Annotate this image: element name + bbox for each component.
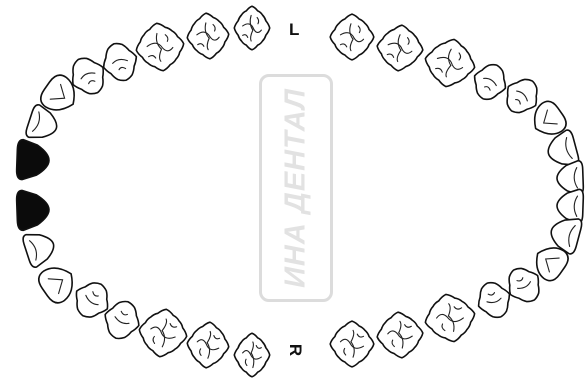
right-arch [330,14,583,367]
marked-tooth-outline [16,139,49,180]
tooth-outline [21,228,58,269]
left-arch-molar-15 [185,320,230,369]
left-arch-incisor-9 [16,189,49,230]
left-arch-molar-2 [185,11,230,60]
left-arch-incisor-10 [21,228,58,269]
left-arch-molar-14 [136,306,190,360]
left-arch-premolar-4 [98,38,143,85]
right-arch-molar-3 [421,35,479,91]
tooth-outline [556,189,583,224]
marked-tooth-outline [16,189,49,230]
label-upper-side: L [289,20,299,40]
tooth-outline [98,38,143,85]
watermark-text: ИНА ДЕНТАЛ [280,88,313,288]
left-arch-molar-16 [234,333,269,377]
watermark-frame: ИНА ДЕНТАЛ [259,74,333,302]
right-arch-molar-16 [330,321,374,367]
tooth-outline [35,259,82,307]
left-arch-molar-1 [234,6,269,50]
left-arch-canine-11 [35,259,82,307]
right-arch-molar-14 [421,290,479,346]
right-arch-molar-15 [375,310,425,360]
right-arch-incisor-9 [556,189,583,224]
right-arch-molar-1 [330,14,374,60]
left-arch-molar-3 [133,20,187,74]
label-lower-side: R [285,344,305,356]
right-arch-molar-2 [375,23,425,73]
left-arch [16,6,269,377]
left-arch-incisor-8 [16,139,49,180]
